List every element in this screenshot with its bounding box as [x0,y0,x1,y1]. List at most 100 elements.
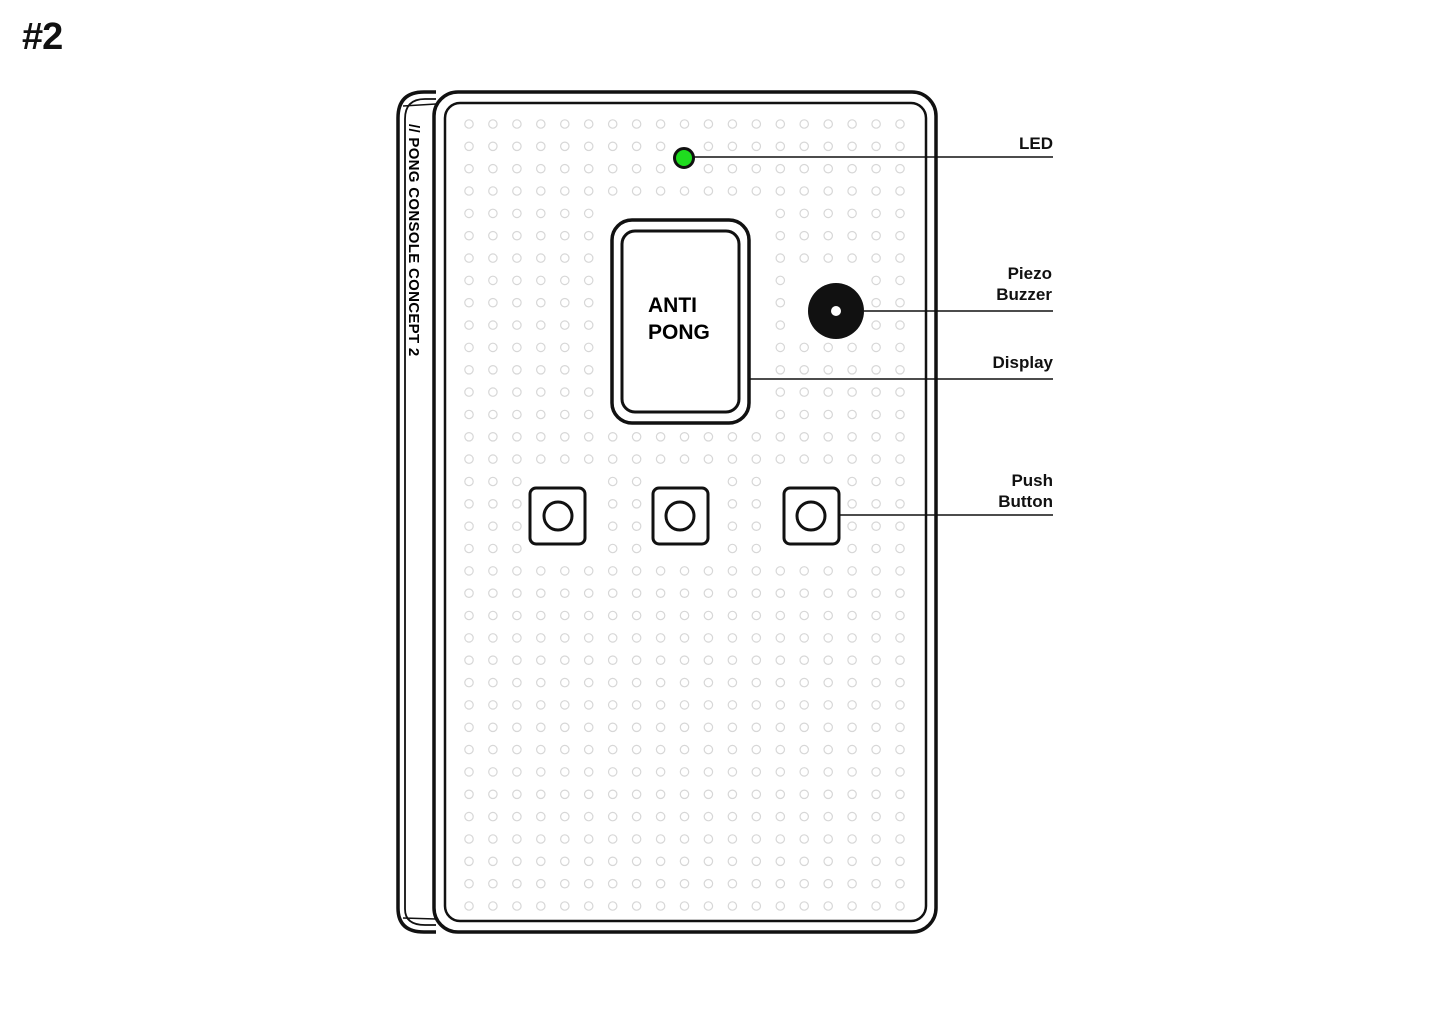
perforation-dot [775,722,786,733]
perforation-dot [488,230,498,241]
perforation-dot [607,163,618,174]
perforation-dot [655,633,666,643]
perforation-dot [559,834,570,844]
perforation-dot [679,722,690,733]
perforation-dot [679,767,690,777]
perforation-dot [655,677,666,688]
perforation-dot [512,878,522,889]
perforation-dot [559,901,570,911]
perforation-dot [464,186,474,196]
perforation-dot [559,700,570,710]
perforation-dot [535,431,546,442]
perforation-dot [799,208,809,219]
perforation-dot [871,409,881,420]
perforation-dot [607,789,618,800]
perforation-dot [559,588,570,598]
perforation-dot [727,610,738,621]
perforation-dot [607,856,618,867]
perforation-dot [607,610,618,621]
perforation-dot [559,767,570,777]
perforation-dot [727,744,738,755]
perforation-dot [535,320,546,330]
perforation-dot [727,856,738,867]
perforation-dot [895,230,905,241]
perforation-dot [799,901,809,911]
perforation-dot [607,476,618,487]
perforation-dot [655,588,666,598]
perforation-dot [655,610,666,621]
perforation-dot [583,253,594,263]
perforation-dot [871,387,881,397]
perforation-dot [823,610,833,621]
perforation-dot [727,700,738,710]
perforation-dot [703,588,714,598]
perforation-dot [488,811,498,822]
perforation-dot [703,119,714,129]
perforation-dot [583,588,594,598]
perforation-dot [512,633,522,643]
perforation-dot [823,186,833,196]
perforation-dot [727,901,738,911]
perforation-dot [559,141,570,152]
perforation-dot [512,834,522,844]
perforation-dot [775,633,786,643]
perforation-dot [727,677,738,688]
perforation-dot [559,409,570,420]
perforation-dot [871,610,881,621]
perforation-dot [871,744,881,755]
perforation-dot [895,320,905,330]
perforation-dot [823,163,833,174]
perforation-dot [871,208,881,219]
perforation-dot [655,878,666,889]
perforation-grid [464,119,905,911]
perforation-dot [583,431,594,442]
perforation-dot [631,677,642,688]
perforation-dot [488,253,498,263]
perforation-dot [655,655,666,665]
perforation-dot [512,811,522,822]
perforation-dot [583,454,594,464]
perforation-dot [607,498,618,509]
perforation-dot [727,633,738,643]
perforation-dot [631,722,642,733]
perforation-dot [775,789,786,800]
perforation-dot [559,431,570,442]
perforation-dot [751,543,762,554]
perforation-dot [464,387,474,397]
perforation-dot [535,677,546,688]
perforation-dot [535,342,546,353]
perforation-dot [847,387,857,397]
perforation-dot [679,655,690,665]
perforation-dot [559,454,570,464]
perforation-dot [464,119,474,129]
perforation-dot [464,744,474,755]
push-button-2[interactable] [651,486,710,546]
perforation-dot [464,208,474,219]
perforation-dot [823,789,833,800]
perforation-dot [727,163,738,174]
push-button-3[interactable] [782,486,841,546]
perforation-dot [895,610,905,621]
push-button-1[interactable] [528,486,587,546]
perforation-dot [679,119,690,129]
perforation-dot [751,610,762,621]
display-text-line1: ANTI [648,294,697,317]
perforation-dot [631,498,642,509]
perforation-dot [655,789,666,800]
perforation-dot [895,253,905,263]
perforation-dot [535,811,546,822]
perforation-dot [535,409,546,420]
perforation-dot [631,834,642,844]
perforation-dot [799,342,809,353]
perforation-dot [559,297,570,308]
perforation-dot [464,700,474,710]
perforation-dot [655,856,666,867]
perforation-dot [535,901,546,911]
perforation-dot [751,767,762,777]
perforation-dot [847,722,857,733]
perforation-dot [512,454,522,464]
perforation-dot [488,476,498,487]
perforation-dot [512,387,522,397]
perforation-dot [679,789,690,800]
perforation-dot [799,387,809,397]
